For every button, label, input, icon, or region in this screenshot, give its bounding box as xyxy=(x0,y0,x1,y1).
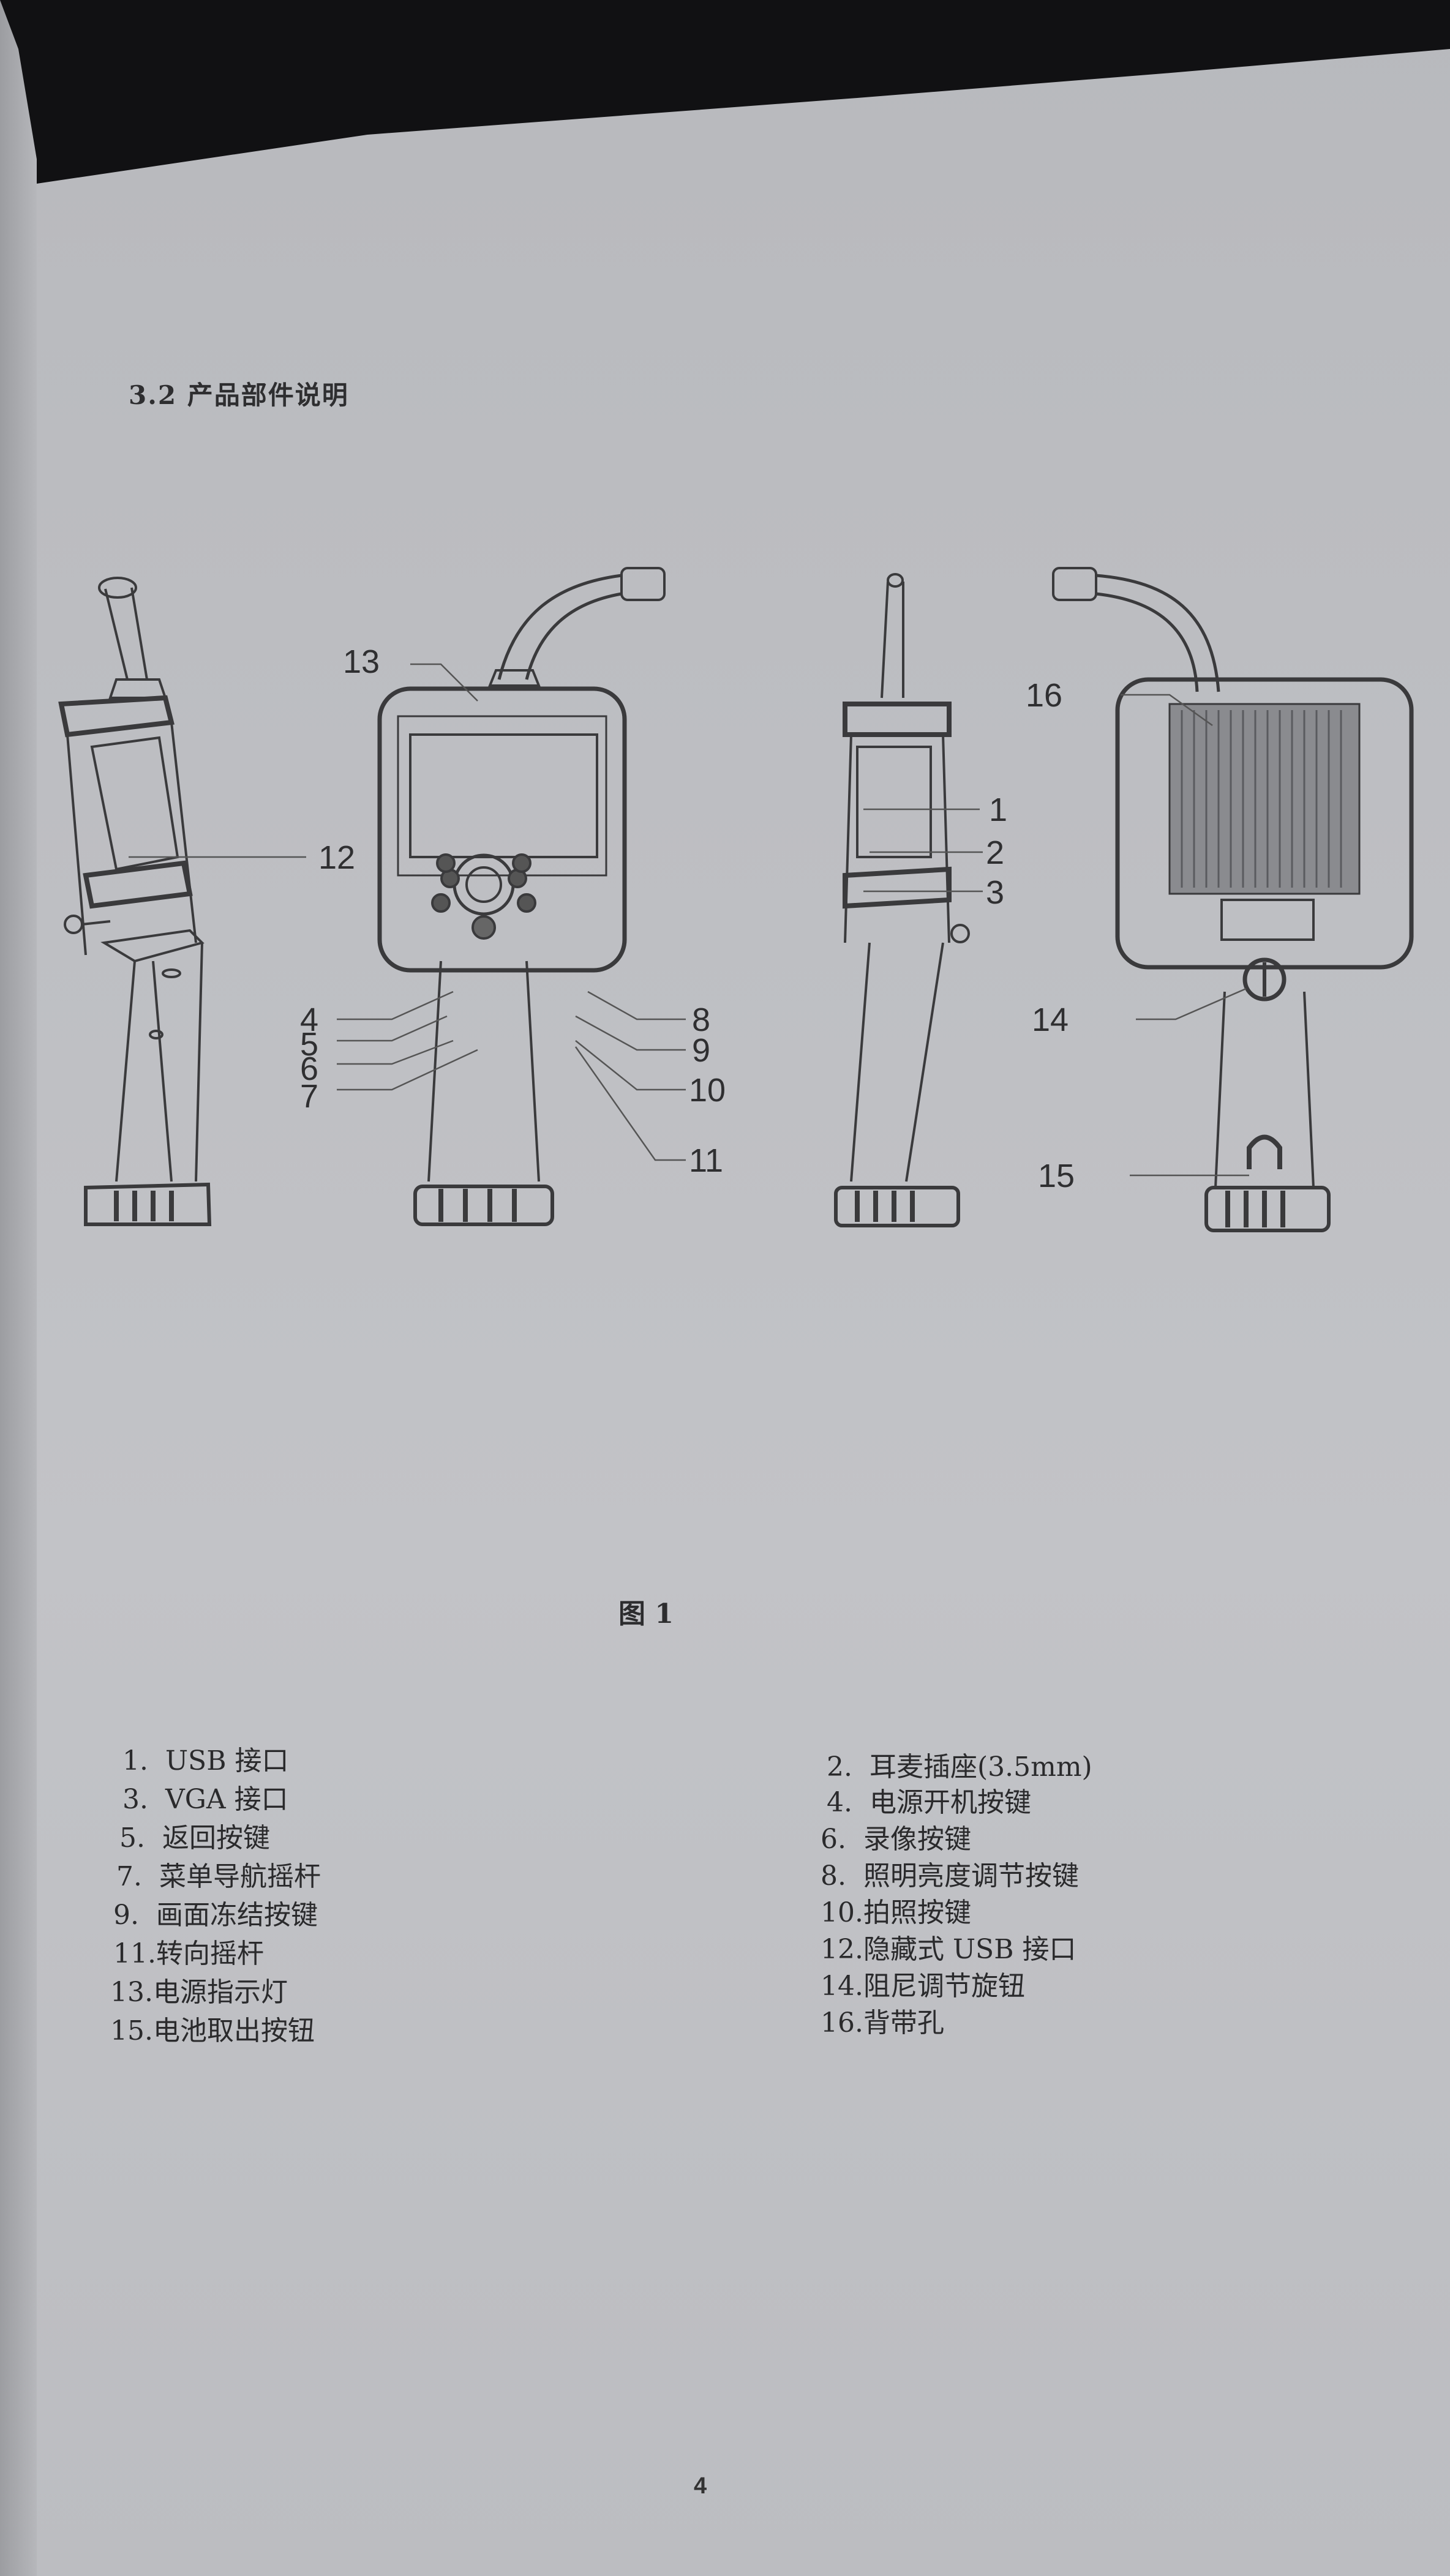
back-view xyxy=(1052,567,1414,1232)
page-curl-edge xyxy=(0,0,37,2576)
callout-4: 4 xyxy=(300,1002,319,1038)
product-parts-figure: 12 13 4 5 6 7 8 9 10 11 1 2 3 16 14 15 xyxy=(49,551,1421,1469)
part-item-2: 2. 耳麦插座(3.5mm) xyxy=(827,1751,1092,1783)
part-item-8: 8. 照明亮度调节按键 xyxy=(821,1860,1079,1892)
part-item-3: 3. VGA 接口 xyxy=(122,1784,288,1815)
part-item-10: 10.拍照按键 xyxy=(821,1897,971,1928)
callout-15: 15 xyxy=(1038,1158,1075,1194)
callout-12: 12 xyxy=(318,839,356,876)
page-number: 4 xyxy=(694,2473,707,2499)
callout-6: 6 xyxy=(300,1050,319,1087)
part-item-9: 9. 画面冻结按键 xyxy=(113,1900,318,1931)
callout-11: 11 xyxy=(689,1142,724,1179)
leader-lines xyxy=(129,663,1249,1177)
callout-9: 9 xyxy=(692,1032,711,1069)
callout-3: 3 xyxy=(986,874,1005,911)
front-view xyxy=(377,567,666,1226)
part-item-4: 4. 电源开机按键 xyxy=(827,1787,1031,1818)
part-item-7: 7. 菜单导航摇杆 xyxy=(116,1861,321,1892)
callout-2: 2 xyxy=(986,834,1005,871)
part-item-15: 15.电池取出按钮 xyxy=(110,2015,315,2046)
part-item-14: 14.阻尼调节旋钮 xyxy=(821,1971,1025,2002)
callout-13: 13 xyxy=(343,643,380,680)
part-item-16: 16.背带孔 xyxy=(821,2007,944,2039)
section-title: 3.2 产品部件说明 xyxy=(129,380,349,410)
part-item-13: 13.电源指示灯 xyxy=(110,1977,288,2008)
part-item-5: 5. 返回按键 xyxy=(119,1822,270,1854)
callout-1: 1 xyxy=(989,792,1008,828)
callout-5: 5 xyxy=(300,1026,319,1063)
side-left-view xyxy=(58,577,212,1226)
callout-8: 8 xyxy=(692,1002,711,1038)
part-item-6: 6. 录像按键 xyxy=(821,1824,971,1855)
figure-caption: 图 1 xyxy=(618,1598,674,1630)
side-right-view xyxy=(834,573,970,1227)
callout-14: 14 xyxy=(1032,1002,1069,1038)
callout-10: 10 xyxy=(689,1072,726,1109)
part-item-11: 11.转向摇杆 xyxy=(113,1938,264,1969)
callout-16: 16 xyxy=(1026,677,1063,714)
callout-7: 7 xyxy=(300,1078,319,1115)
part-item-12: 12.隐藏式 USB 接口 xyxy=(821,1934,1076,1965)
part-item-1: 1. USB 接口 xyxy=(122,1745,289,1777)
